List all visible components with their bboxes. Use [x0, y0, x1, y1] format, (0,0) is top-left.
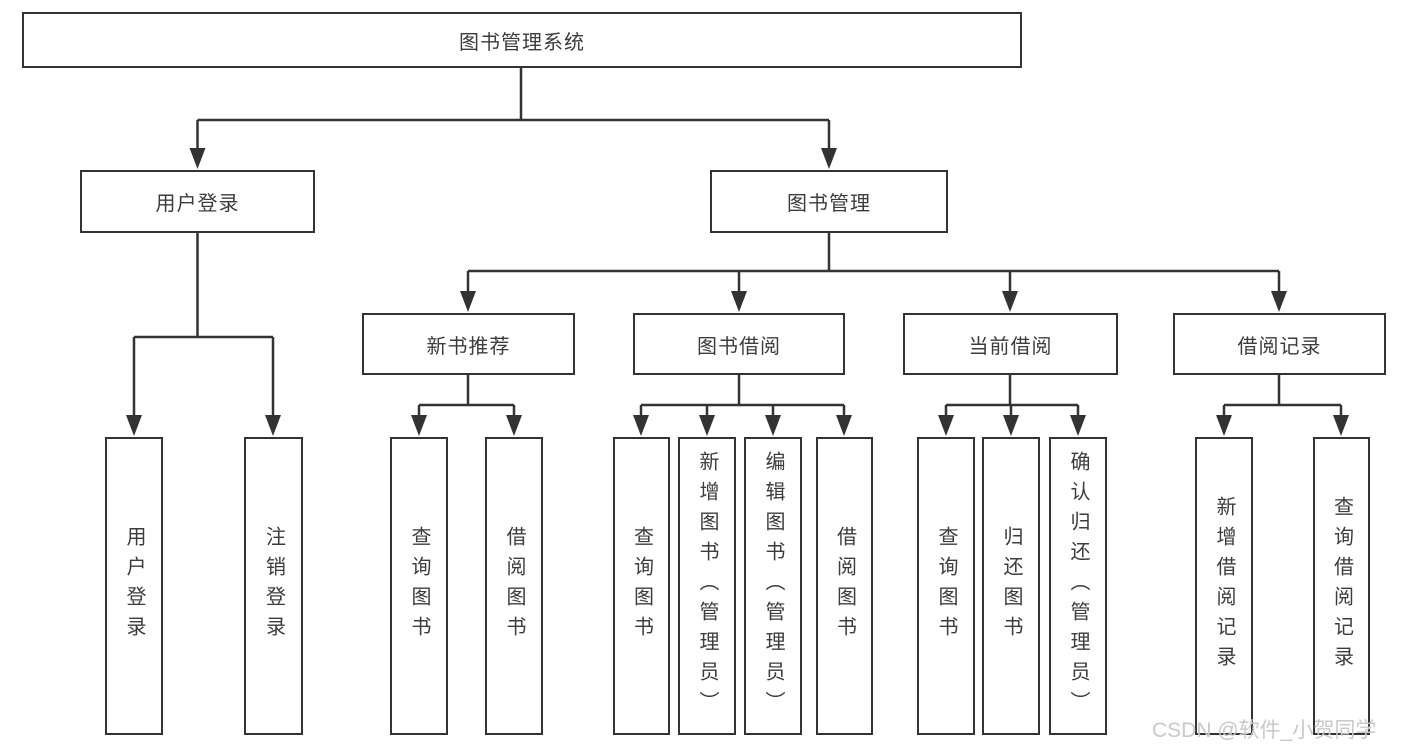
node-user-login: 用户登录: [80, 170, 315, 233]
leaf-borrow-books-rec: 借阅图书: [485, 437, 543, 735]
node-book-borrow-label: 图书借阅: [697, 335, 781, 358]
leaf-query-borrow-record: 查询借阅记录: [1313, 437, 1370, 735]
csdn-watermark: CSDN @软件_小贺同学: [1152, 719, 1377, 742]
leaf-add-borrow-record: 新增借阅记录: [1195, 437, 1253, 735]
leaf-query-books-rec-label: 查询图书: [408, 526, 430, 646]
leaf-edit-books-admin-label: 编辑图书（管理员）: [762, 451, 784, 721]
leaf-query-books-current-label: 查询图书: [935, 526, 957, 646]
leaf-borrow-books-rec-label: 借阅图书: [503, 526, 525, 646]
leaf-confirm-return-admin: 确认归还（管理员）: [1049, 437, 1107, 735]
node-new-book-recommend: 新书推荐: [362, 313, 575, 375]
leaf-query-books-borrow: 查询图书: [613, 437, 670, 735]
node-book-management: 图书管理: [710, 170, 948, 233]
leaf-query-books-current: 查询图书: [917, 437, 975, 735]
node-borrow-records-label: 借阅记录: [1237, 335, 1322, 358]
leaf-edit-books-admin: 编辑图书（管理员）: [744, 437, 802, 735]
leaf-query-borrow-record-label: 查询借阅记录: [1330, 496, 1353, 676]
node-root-system: 图书管理系统: [22, 12, 1022, 68]
node-current-borrow-label: 当前借阅: [968, 335, 1053, 358]
leaf-logout: 注销登录: [244, 437, 303, 735]
leaf-query-books-borrow-label: 查询图书: [630, 526, 653, 646]
leaf-borrow-books: 借阅图书: [816, 437, 873, 735]
leaf-return-books: 归还图书: [982, 437, 1040, 735]
leaf-user-login-label: 用户登录: [123, 526, 145, 646]
node-current-borrow: 当前借阅: [903, 313, 1118, 375]
leaf-add-books-admin-label: 新增图书（管理员）: [696, 451, 718, 721]
node-book-management-label: 图书管理: [787, 193, 871, 215]
node-borrow-records: 借阅记录: [1173, 313, 1386, 375]
leaf-add-borrow-record-label: 新增借阅记录: [1213, 496, 1235, 676]
leaf-add-books-admin: 新增图书（管理员）: [678, 437, 736, 735]
leaf-confirm-return-admin-label: 确认归还（管理员）: [1067, 451, 1089, 721]
leaf-logout-label: 注销登录: [262, 526, 285, 646]
leaf-borrow-books-label: 借阅图书: [833, 526, 856, 646]
leaf-return-books-label: 归还图书: [1000, 526, 1022, 646]
leaf-user-login: 用户登录: [105, 437, 163, 735]
node-root-system-label: 图书管理系统: [459, 31, 585, 54]
node-new-book-recommend-label: 新书推荐: [426, 335, 511, 358]
node-book-borrow: 图书借阅: [633, 313, 845, 375]
leaf-query-books-rec: 查询图书: [390, 437, 448, 735]
node-user-login-label: 用户登录: [155, 193, 240, 215]
